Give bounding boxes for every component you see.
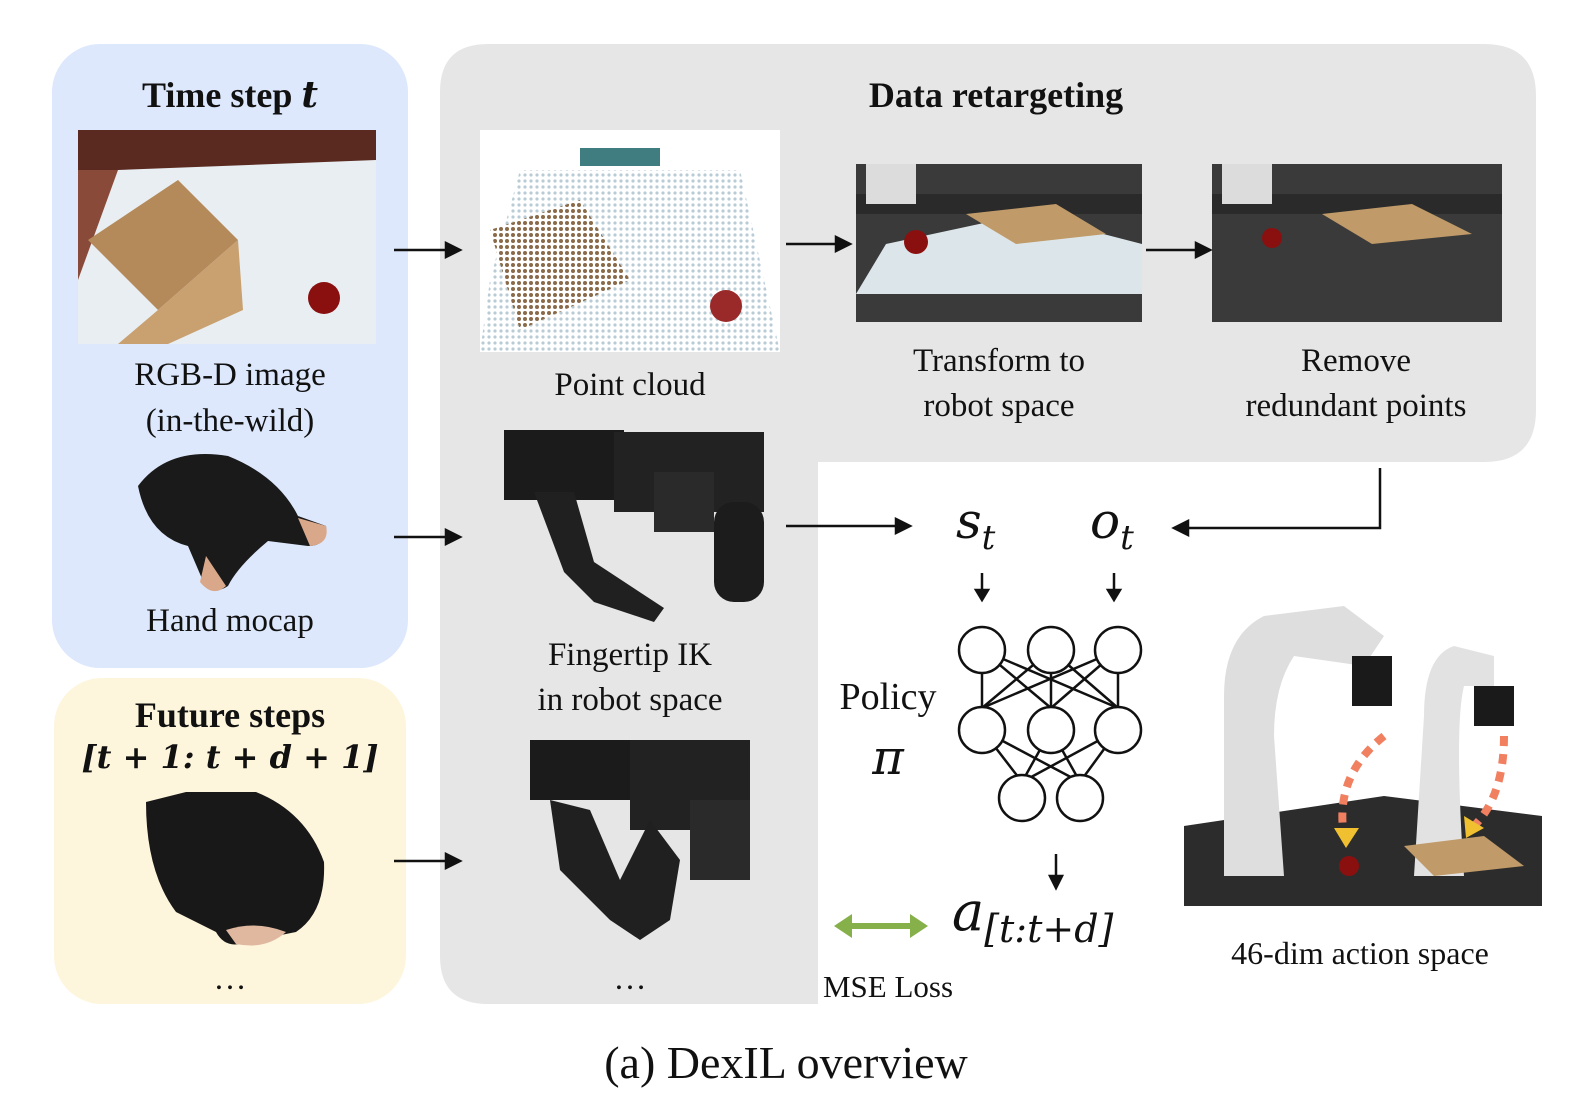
observation-symbol: ot	[1090, 492, 1134, 558]
action-space-caption: 46-dim action space	[1231, 935, 1489, 971]
future-steps-ellipsis: …	[213, 961, 247, 997]
mse-loss-label: MSE Loss	[822, 969, 954, 1004]
action-symbol: a[t:t+d]	[952, 880, 1114, 951]
state-symbol: st	[956, 492, 996, 558]
rgbd-image	[78, 130, 376, 344]
fingertip-caption-line2: in robot space	[537, 682, 723, 718]
remove-redundant-points-image	[1212, 164, 1502, 322]
rgbd-caption-line1: RGB-D image	[134, 357, 326, 393]
time-step-title: Time step t	[142, 74, 318, 116]
transform-robot-space-image	[856, 164, 1142, 322]
ik-ellipsis: …	[613, 961, 647, 997]
transform-caption-line1: Transform to	[912, 343, 1086, 379]
data-retargeting-title: Data retargeting	[868, 75, 1124, 115]
remove-caption-line1: Remove	[1301, 343, 1411, 379]
hand-mocap-caption: Hand mocap	[146, 603, 314, 639]
future-robot-hand-image	[530, 740, 750, 940]
robot-arms-image	[1184, 606, 1542, 906]
future-steps-title: Future steps	[134, 695, 326, 735]
policy-network-diagram	[957, 573, 1143, 823]
point-cloud-caption: Point cloud	[554, 367, 706, 403]
remove-caption-line2: redundant points	[1245, 388, 1467, 424]
point-cloud-image	[480, 130, 780, 352]
future-hand-glove-image	[146, 792, 325, 946]
fingertip-caption-line1: Fingertip IK	[547, 637, 713, 673]
future-steps-range: [t + 1: t + d + 1]	[81, 738, 379, 776]
hand-mocap-glove-image	[138, 454, 327, 592]
transform-caption-line2: robot space	[923, 388, 1075, 424]
rgbd-caption-line2: (in-the-wild)	[145, 403, 315, 439]
figure-caption: (a) DexIL overview	[604, 1037, 968, 1088]
policy-label: Policy	[839, 676, 937, 718]
fingertip-ik-robot-hand-image	[504, 430, 764, 622]
policy-pi-symbol: π	[872, 730, 904, 786]
